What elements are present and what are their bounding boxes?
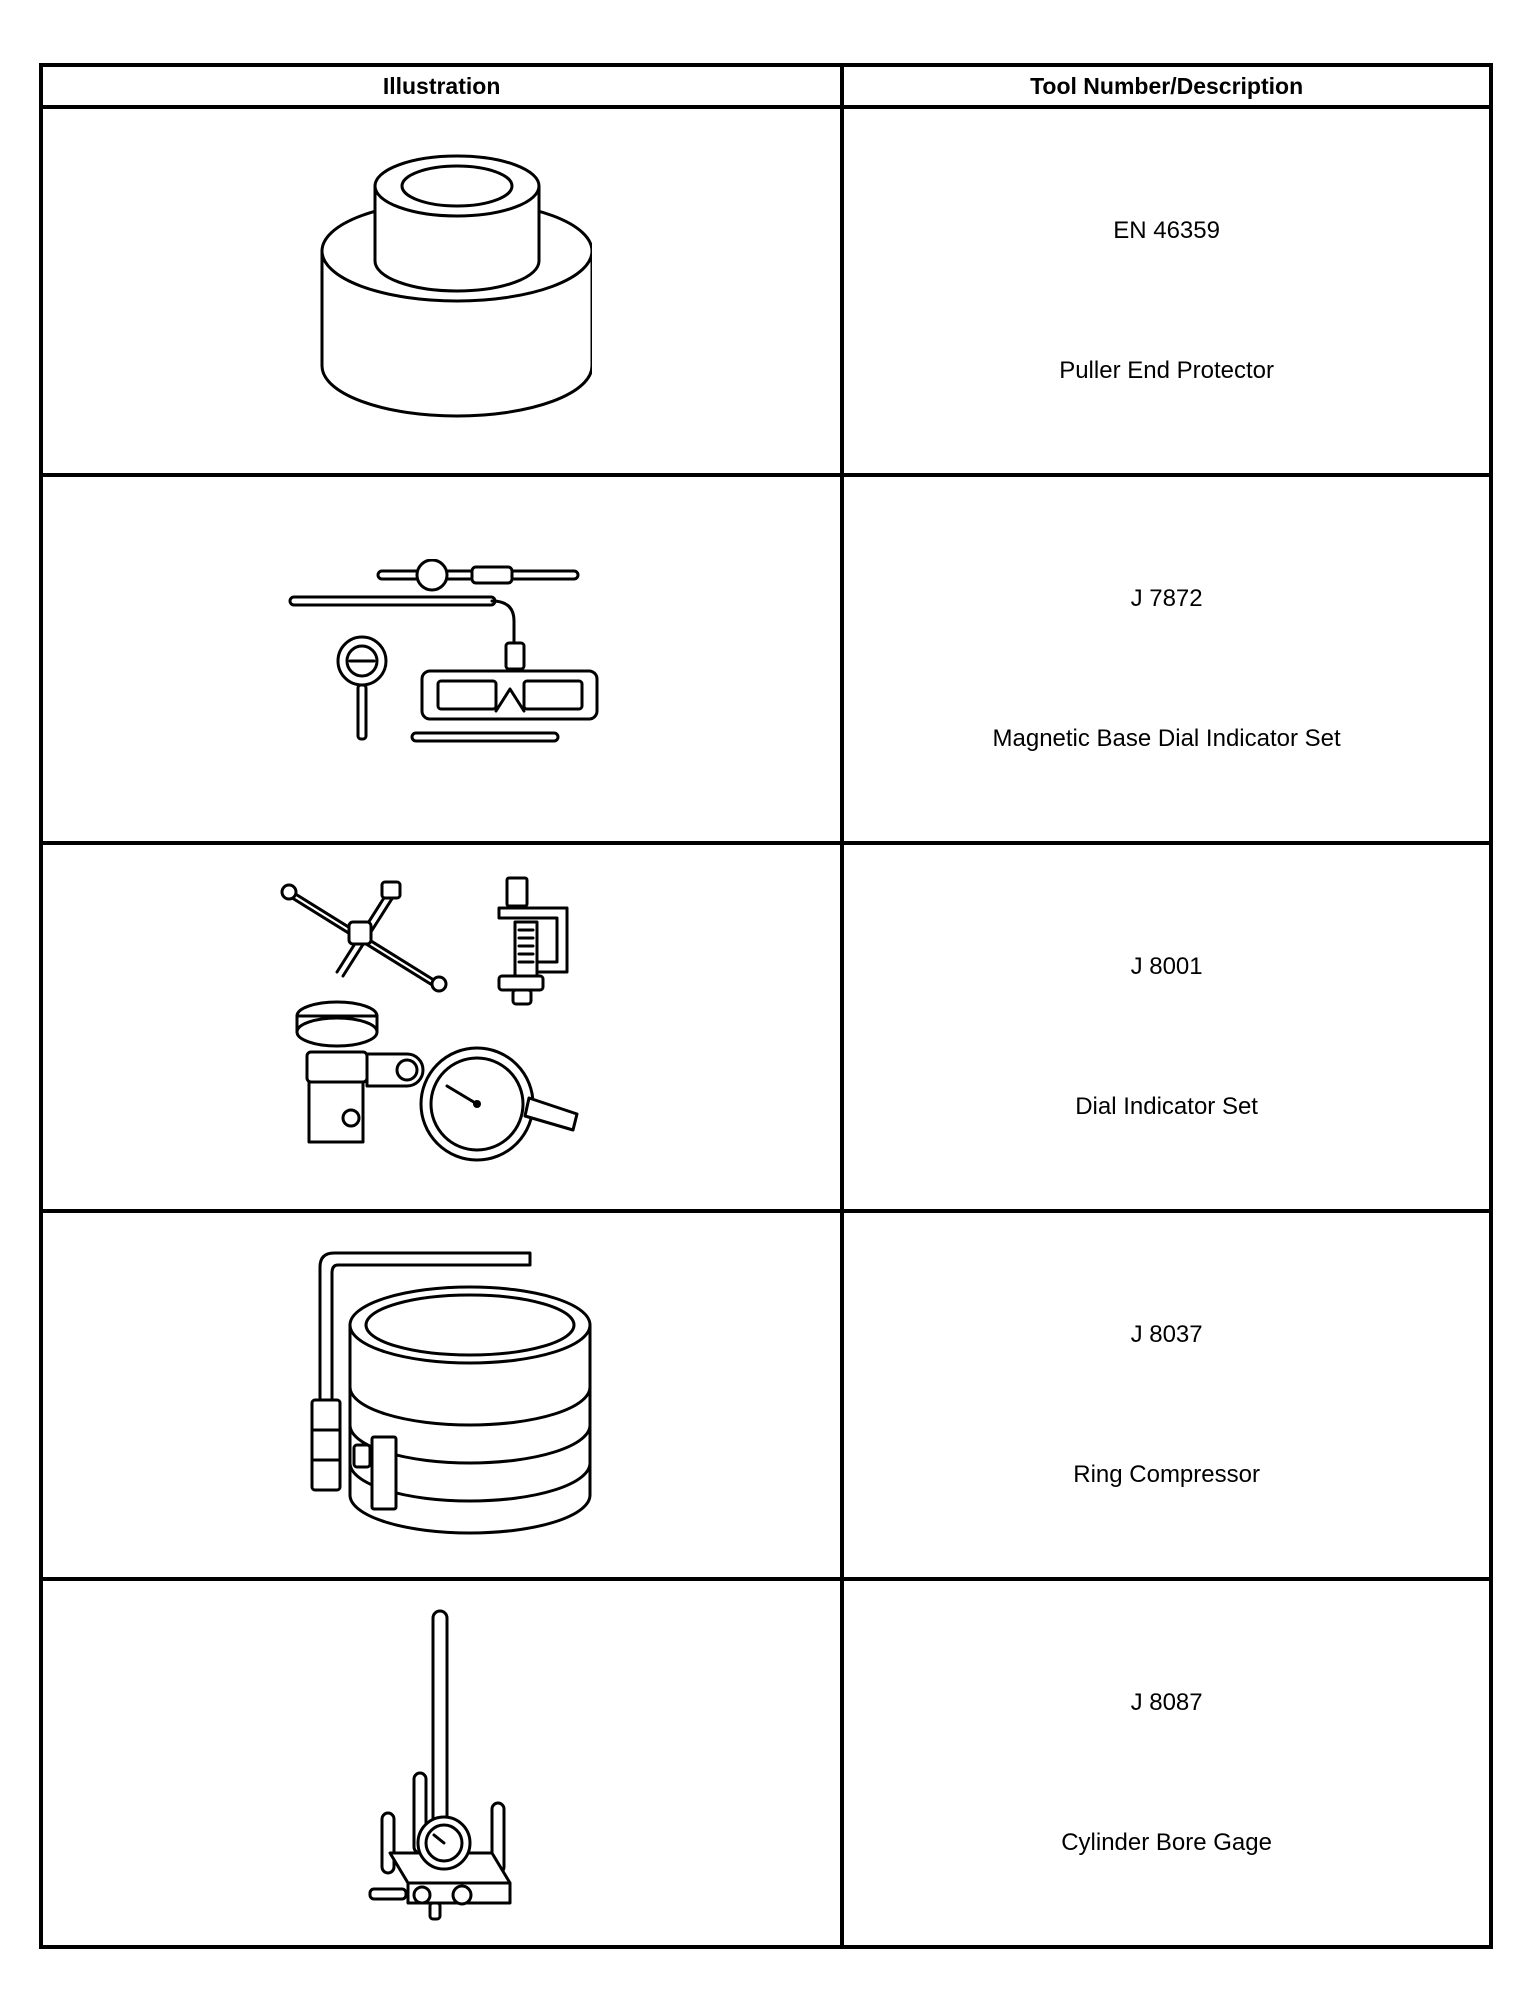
tool-name: Magnetic Base Dial Indicator Set [992,725,1341,752]
illustration-cell [38,1577,845,1949]
tool-number: J 8001 [1130,953,1203,980]
table-header-row: Illustration Tool Number/Description [38,63,1493,109]
description-cell: J 7872 Magnetic Base Dial Indicator Set [840,473,1493,845]
table-row: EN 46359 Puller End Protector [38,105,1493,477]
tool-name: Ring Compressor [1073,1461,1260,1488]
description-cell: J 8087 Cylinder Bore Gage [840,1577,1493,1949]
tool-name: Puller End Protector [1059,357,1274,384]
description-cell: EN 46359 Puller End Protector [840,105,1493,477]
puller-end-protector-illustration [320,154,592,418]
table-row: J 8087 Cylinder Bore Gage [38,1577,1493,1949]
illustration-cell [38,105,845,477]
magnetic-base-dial-indicator-illustration [288,559,599,743]
table-row: J 8001 Dial Indicator Set [38,841,1493,1213]
tool-number: EN 46359 [1113,217,1220,244]
tool-number: J 7872 [1130,585,1203,612]
illustration-cell [38,841,845,1213]
tools-table: Illustration Tool Number/Description EN … [38,63,1493,1949]
column-header-illustration: Illustration [38,63,845,109]
ring-compressor-illustration [310,1251,592,1535]
tool-number: J 8037 [1130,1321,1203,1348]
table-row: J 7872 Magnetic Base Dial Indicator Set [38,473,1493,845]
tool-name: Dial Indicator Set [1075,1093,1258,1120]
dial-indicator-set-illustration [280,876,579,1162]
cylinder-bore-gage-illustration [368,1609,512,1921]
tool-number: J 8087 [1130,1689,1203,1716]
column-header-tool-number-description: Tool Number/Description [840,63,1493,109]
illustration-cell [38,1209,845,1581]
tool-name: Cylinder Bore Gage [1061,1829,1272,1856]
table-row: J 8037 Ring Compressor [38,1209,1493,1581]
illustration-cell [38,473,845,845]
description-cell: J 8001 Dial Indicator Set [840,841,1493,1213]
description-cell: J 8037 Ring Compressor [840,1209,1493,1581]
